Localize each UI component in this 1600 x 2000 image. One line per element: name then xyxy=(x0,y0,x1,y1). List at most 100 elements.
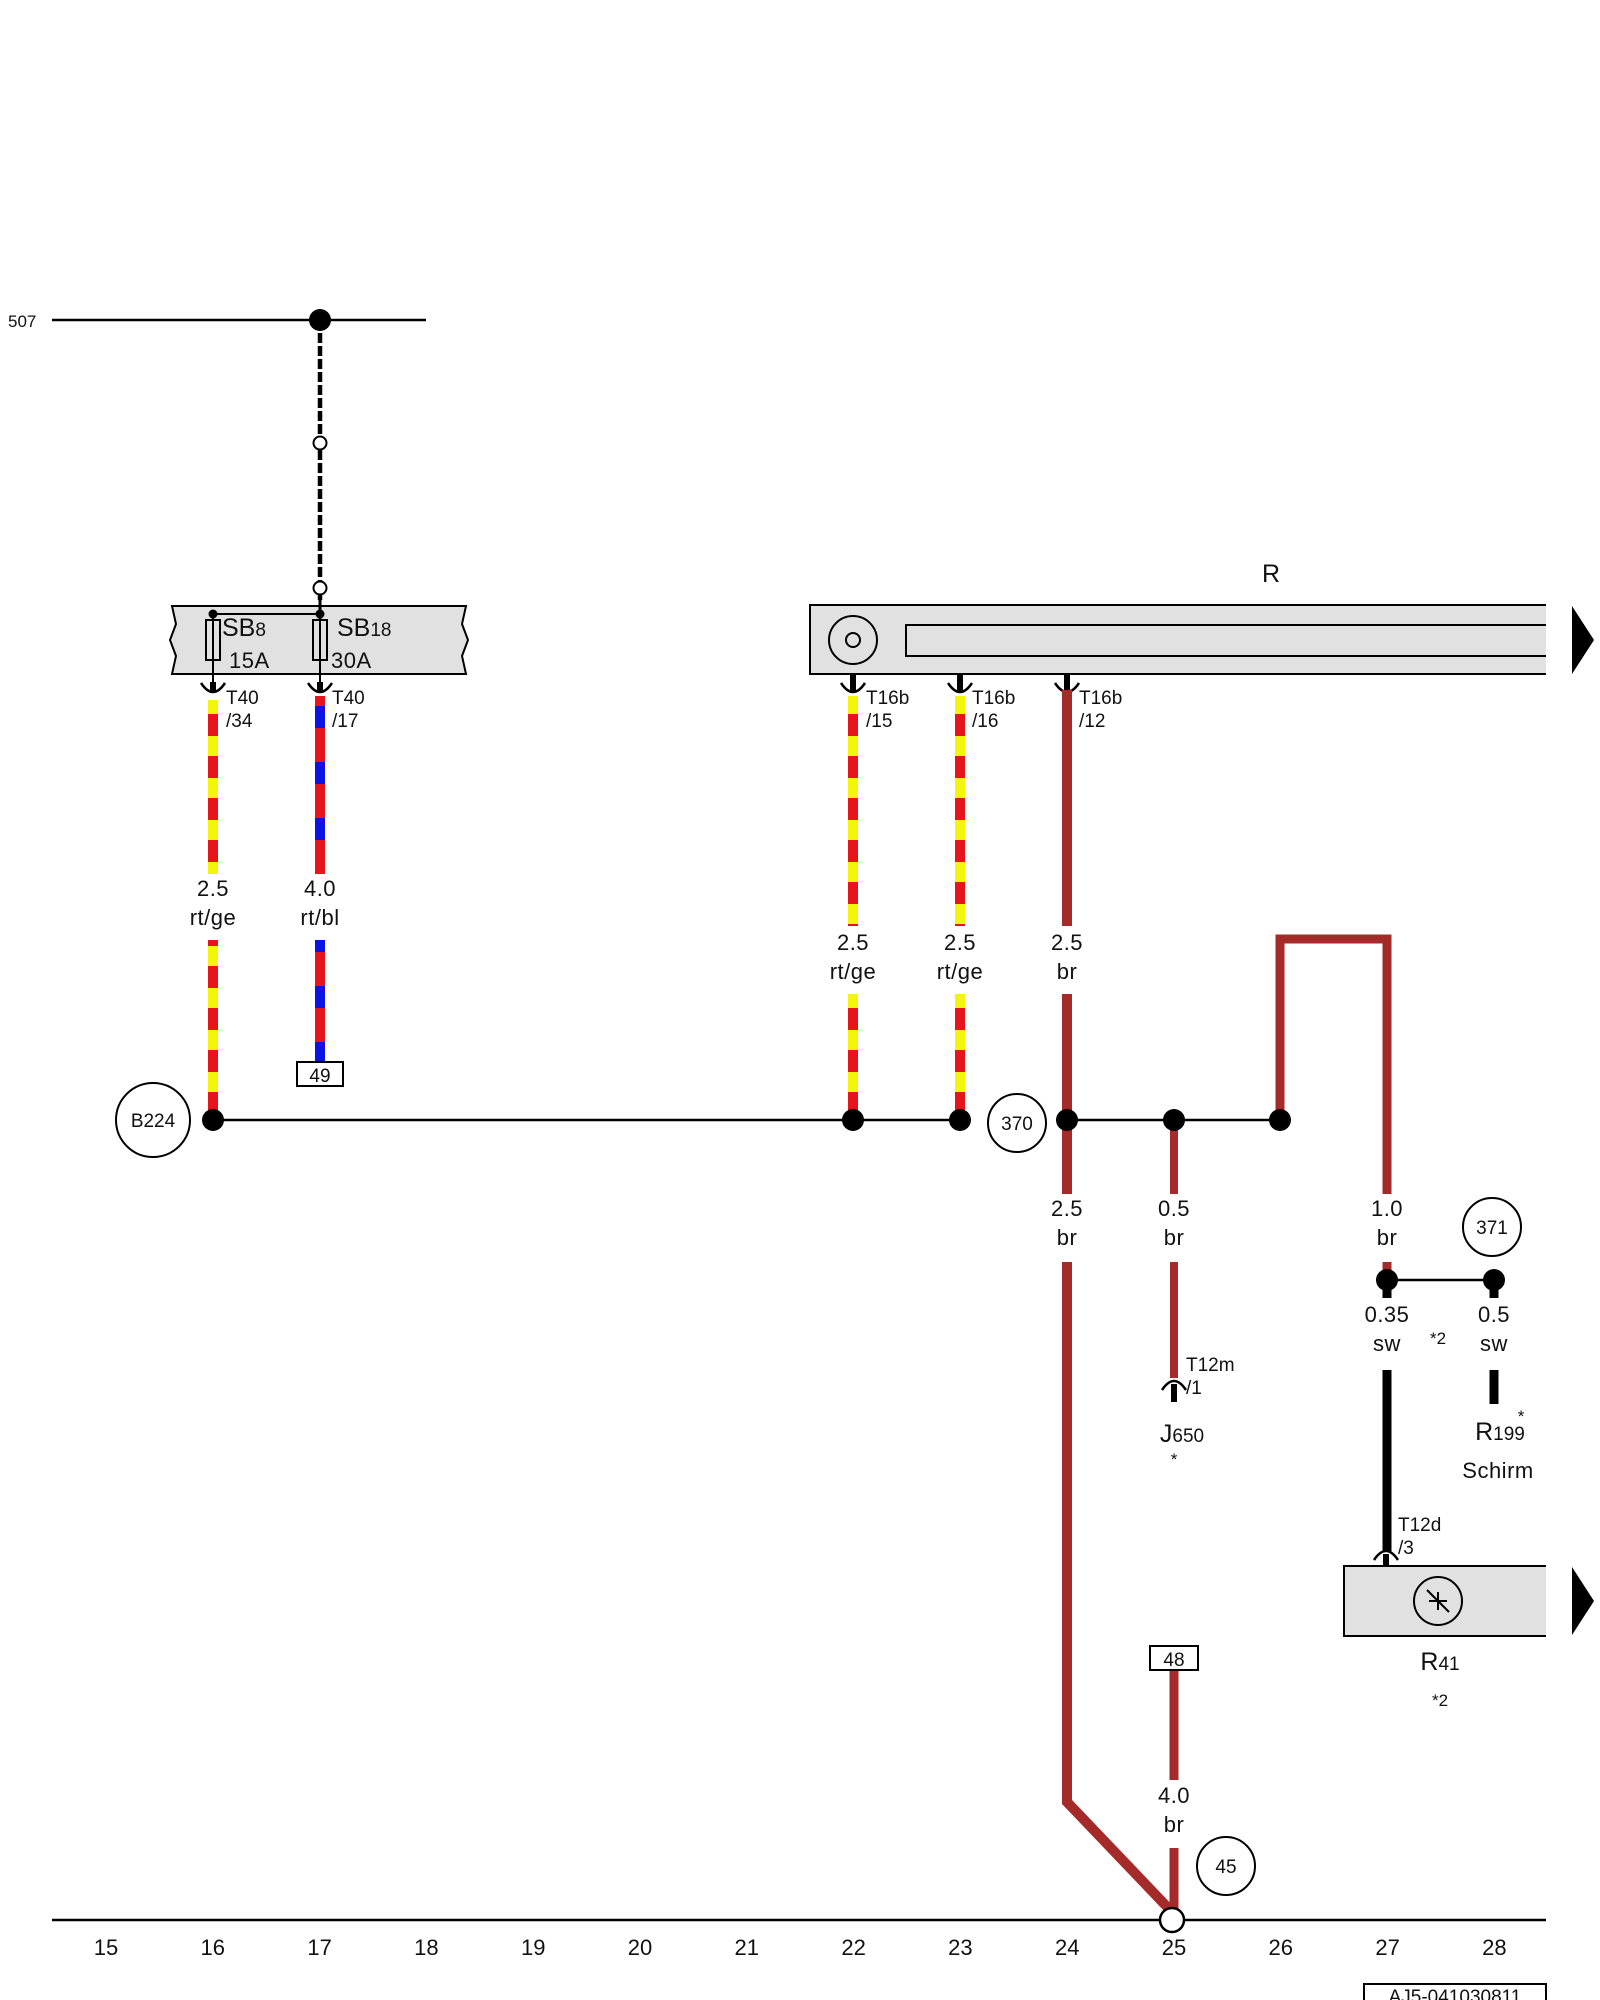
continue-arrow-icon xyxy=(1572,1567,1594,1635)
wire-size: 1.0 xyxy=(1371,1196,1403,1221)
connector-t12m-1-pin: /1 xyxy=(1186,1378,1202,1399)
fuse-sb8-name: SB8 xyxy=(222,614,266,642)
connection-point xyxy=(312,580,328,596)
connector-t40-17-pin: /17 xyxy=(332,711,358,732)
ref-circles: B224 370 371 45 xyxy=(115,1082,1522,1896)
svg-text:*: * xyxy=(1171,1450,1178,1469)
connector-t12d-3-id: T12d xyxy=(1398,1515,1441,1536)
connector-t16b-15-id: T16b xyxy=(866,688,909,709)
sheet-ref-label: 507 xyxy=(8,312,36,331)
connector-t16b-16-id: T16b xyxy=(972,688,1015,709)
column-number: 26 xyxy=(1269,1935,1293,1960)
wire-size: 0.5 xyxy=(1478,1302,1510,1327)
supply-line-507: 507 xyxy=(8,309,426,600)
svg-text:B224: B224 xyxy=(131,1111,176,1132)
ref-box-48: 48 xyxy=(1149,1645,1199,1671)
svg-text:*: * xyxy=(1518,1407,1525,1426)
wire-size: 2.5 xyxy=(944,930,976,955)
wire-size: 0.35 xyxy=(1365,1302,1410,1327)
wire-color: br xyxy=(1377,1225,1398,1250)
ground-bus xyxy=(52,1906,1546,1934)
ref-circle-45 xyxy=(1196,1836,1256,1896)
wire-size: 2.5 xyxy=(837,930,869,955)
sensor-icon xyxy=(1413,1576,1463,1626)
connection-point xyxy=(312,435,328,451)
connector-t40-34-pin: /34 xyxy=(226,711,253,732)
fuse-sb18-name: SB18 xyxy=(337,614,392,642)
junction-dots xyxy=(202,1109,1505,1291)
column-number: 24 xyxy=(1055,1935,1079,1960)
ref-circle-370 xyxy=(987,1093,1047,1153)
column-number: 15 xyxy=(94,1935,118,1960)
wire-col17 xyxy=(315,696,325,1062)
ref-box-49: 49 xyxy=(296,1061,344,1087)
wire-color: br xyxy=(1164,1225,1185,1250)
wire-col23 xyxy=(955,696,965,1120)
continue-arrow-icon xyxy=(1572,606,1594,674)
column-number: 21 xyxy=(735,1935,759,1960)
column-number: 25 xyxy=(1162,1935,1186,1960)
connector-t16b-12-id: T16b xyxy=(1079,688,1122,709)
column-number: 23 xyxy=(948,1935,972,1960)
wire-size: 0.5 xyxy=(1158,1196,1190,1221)
svg-text:48: 48 xyxy=(1163,1650,1184,1671)
column-number: 16 xyxy=(201,1935,225,1960)
fuse-holder: SB8 15A SB18 30A xyxy=(168,600,470,682)
wire-color: br xyxy=(1057,959,1078,984)
connector-t12m-1-id: T12m xyxy=(1186,1355,1235,1376)
document-id: AJ5-041030811 xyxy=(1363,1983,1547,2000)
column-number: 17 xyxy=(307,1935,331,1960)
wire-color: sw xyxy=(1373,1331,1401,1356)
wire-size: 2.5 xyxy=(1051,1196,1083,1221)
svg-text:R41: R41 xyxy=(1420,1648,1459,1676)
svg-text:R199: R199 xyxy=(1475,1418,1525,1446)
svg-text:AJ5-041030811: AJ5-041030811 xyxy=(1389,1987,1522,2000)
wire-size: 2.5 xyxy=(197,876,229,901)
wire-size: 4.0 xyxy=(1158,1783,1190,1808)
ref-circle-371 xyxy=(1462,1197,1522,1257)
connector-t16b-15-pin: /15 xyxy=(866,711,892,732)
connector-t40-34-id: T40 xyxy=(226,688,259,709)
svg-text:*2: *2 xyxy=(1432,1691,1448,1710)
ref-circle-b224 xyxy=(115,1082,191,1158)
fuse-sb8-rating: 15A xyxy=(229,648,270,673)
wire-labels: 2.5 rt/ge 4.0 rt/bl 2.5 rt/ge 2.5 rt/ge … xyxy=(190,876,1510,1837)
wire-col22 xyxy=(848,696,858,1120)
svg-text:49: 49 xyxy=(309,1066,330,1087)
wire-size: 2.5 xyxy=(1051,930,1083,955)
component-j650: J650 * xyxy=(1160,1420,1204,1469)
wire-color: sw xyxy=(1480,1331,1508,1356)
column-number: 19 xyxy=(521,1935,545,1960)
column-number: 18 xyxy=(414,1935,438,1960)
connector-t16b-12-pin: /12 xyxy=(1079,711,1105,732)
wire-color: rt/ge xyxy=(937,959,984,984)
wire-color: rt/ge xyxy=(830,959,877,984)
wire-brown xyxy=(1062,690,1392,1916)
fuse-sb18-rating: 30A xyxy=(331,648,372,673)
wire-color: rt/bl xyxy=(300,905,339,930)
svg-text:Schirm: Schirm xyxy=(1462,1458,1533,1483)
relay-r-label: R xyxy=(1262,560,1280,588)
connector-t40-17-id: T40 xyxy=(332,688,365,709)
column-number: 20 xyxy=(628,1935,652,1960)
wire-size: 4.0 xyxy=(304,876,336,901)
svg-text:J650: J650 xyxy=(1160,1420,1204,1448)
connector-t12d-3-pin: /3 xyxy=(1398,1538,1414,1559)
wire-color: br xyxy=(1164,1812,1185,1837)
column-number: 22 xyxy=(841,1935,865,1960)
svg-text:371: 371 xyxy=(1476,1218,1508,1239)
component-r199: R199 * Schirm xyxy=(1462,1407,1533,1483)
wire-col16 xyxy=(208,700,218,1120)
svg-text:370: 370 xyxy=(1001,1114,1033,1135)
column-number: 27 xyxy=(1375,1935,1399,1960)
relay-r-housing: R xyxy=(809,560,1594,675)
shield-note: *2 xyxy=(1430,1329,1446,1348)
connector-t16b-16-pin: /16 xyxy=(972,711,998,732)
relay-coil-icon xyxy=(828,615,878,665)
ground-point xyxy=(1158,1906,1186,1934)
svg-text:45: 45 xyxy=(1215,1857,1236,1878)
component-r41: R41 *2 xyxy=(1343,1565,1594,1710)
wire-color: rt/ge xyxy=(190,905,237,930)
